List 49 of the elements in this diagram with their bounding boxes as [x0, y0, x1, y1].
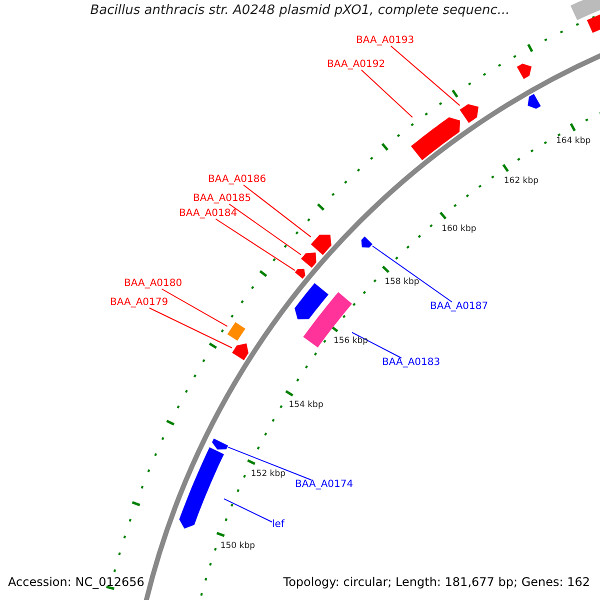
- tick-label: 154 kbp: [288, 401, 324, 410]
- gene-label: BAA_A0193: [356, 36, 414, 46]
- gene-feature: [586, 14, 600, 33]
- leader-line: [390, 46, 460, 106]
- tick-label: 156 kbp: [333, 337, 368, 346]
- gene-label: lef: [272, 520, 284, 530]
- gene-feature: [516, 64, 532, 79]
- tick-label: 162 kbp: [504, 177, 539, 186]
- gene-label: BAA_A0180: [124, 279, 182, 289]
- leader-line: [360, 70, 413, 118]
- gene-feature: [528, 94, 541, 109]
- leader-line: [228, 204, 302, 256]
- gene-feature: [301, 252, 316, 268]
- tick-label: 158 kbp: [384, 278, 420, 287]
- leader-line: [352, 332, 402, 358]
- tick-label: 160 kbp: [442, 224, 476, 234]
- gene-label: BAA_A0183: [382, 358, 440, 368]
- gene-label: BAA_A0179: [110, 298, 168, 308]
- accession-text: Accession: NC_012656: [8, 576, 144, 588]
- gene-feature: [232, 343, 248, 360]
- gene-feature: [179, 447, 224, 529]
- leader-line: [372, 246, 452, 302]
- gene-label: BAA_A0184: [179, 209, 238, 219]
- leader-line: [243, 184, 312, 238]
- gene-label: BAA_A0187: [430, 302, 488, 312]
- gene-label: BAA_A0186: [208, 175, 266, 185]
- gene-feature: [294, 283, 328, 320]
- gene-feature: [212, 438, 228, 450]
- gene-feature: [361, 236, 372, 248]
- gene-feature: [310, 234, 332, 255]
- tick-label: 164 kbp: [556, 136, 591, 146]
- title: Bacillus anthracis str. A0248 plasmid pXO1, complete sequenc...: [89, 4, 511, 17]
- leader-line: [148, 308, 232, 348]
- gene-label: BAA_A0192: [327, 60, 386, 70]
- leader-line: [228, 446, 312, 480]
- leader-line: [224, 498, 272, 522]
- gene-block: [227, 322, 246, 341]
- gene-label: BAA_A0185: [193, 194, 252, 204]
- gene-block: [303, 292, 352, 348]
- tick-label: 150 kbp: [220, 542, 255, 550]
- gene-block: [570, 0, 600, 20]
- leader-line: [161, 288, 228, 327]
- gene-feature: [294, 268, 306, 279]
- summary-text: Topology: circular; Length: 181,677 bp; Genes: 162: [283, 576, 590, 588]
- tick-label: 152 kbp: [250, 470, 286, 478]
- gene-feature: [460, 104, 478, 123]
- gene-label: BAA_A0174: [295, 480, 354, 490]
- leader-line: [215, 218, 296, 271]
- gene-feature: [410, 117, 460, 160]
